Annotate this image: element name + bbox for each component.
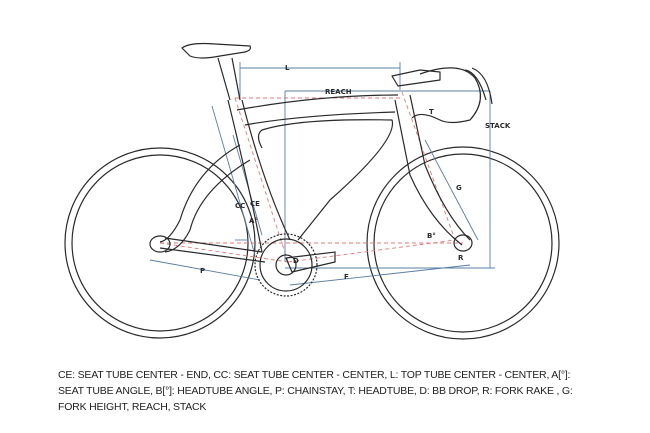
label-a: A° bbox=[249, 217, 258, 225]
stem bbox=[391, 69, 441, 87]
frame-triangle bbox=[257, 119, 394, 241]
label-stack: STACK bbox=[485, 122, 511, 130]
seat-tube bbox=[227, 99, 291, 253]
label-f: F bbox=[344, 273, 349, 281]
chainstay bbox=[159, 237, 266, 263]
dimension-lines bbox=[149, 62, 495, 286]
label-d: D bbox=[293, 257, 299, 265]
label-p: P bbox=[200, 267, 205, 275]
label-ce: CE bbox=[250, 200, 260, 208]
brake-lever bbox=[464, 67, 493, 105]
bike-geometry-diagram: L REACH STACK T G CC CE A° B° D R P F bbox=[64, 42, 560, 340]
crankset bbox=[254, 233, 336, 297]
handlebar bbox=[411, 67, 481, 124]
caption-legend: CE: SEAT TUBE CENTER - END, CC: SEAT TUB… bbox=[58, 369, 573, 413]
label-b: B° bbox=[427, 232, 436, 240]
frame-centerlines bbox=[159, 91, 463, 263]
bike-frame bbox=[149, 42, 493, 263]
top-tube bbox=[236, 94, 399, 126]
label-t: T bbox=[429, 108, 434, 116]
label-cc: CC bbox=[235, 202, 245, 210]
dimension-labels: L REACH STACK T G CC CE A° B° D R P F bbox=[200, 64, 511, 281]
label-l: L bbox=[285, 64, 290, 72]
label-r: R bbox=[458, 254, 464, 262]
label-reach: REACH bbox=[325, 88, 352, 96]
seatpost bbox=[217, 57, 241, 101]
fork bbox=[394, 94, 471, 246]
label-g: G bbox=[456, 184, 462, 192]
saddle bbox=[181, 42, 252, 59]
